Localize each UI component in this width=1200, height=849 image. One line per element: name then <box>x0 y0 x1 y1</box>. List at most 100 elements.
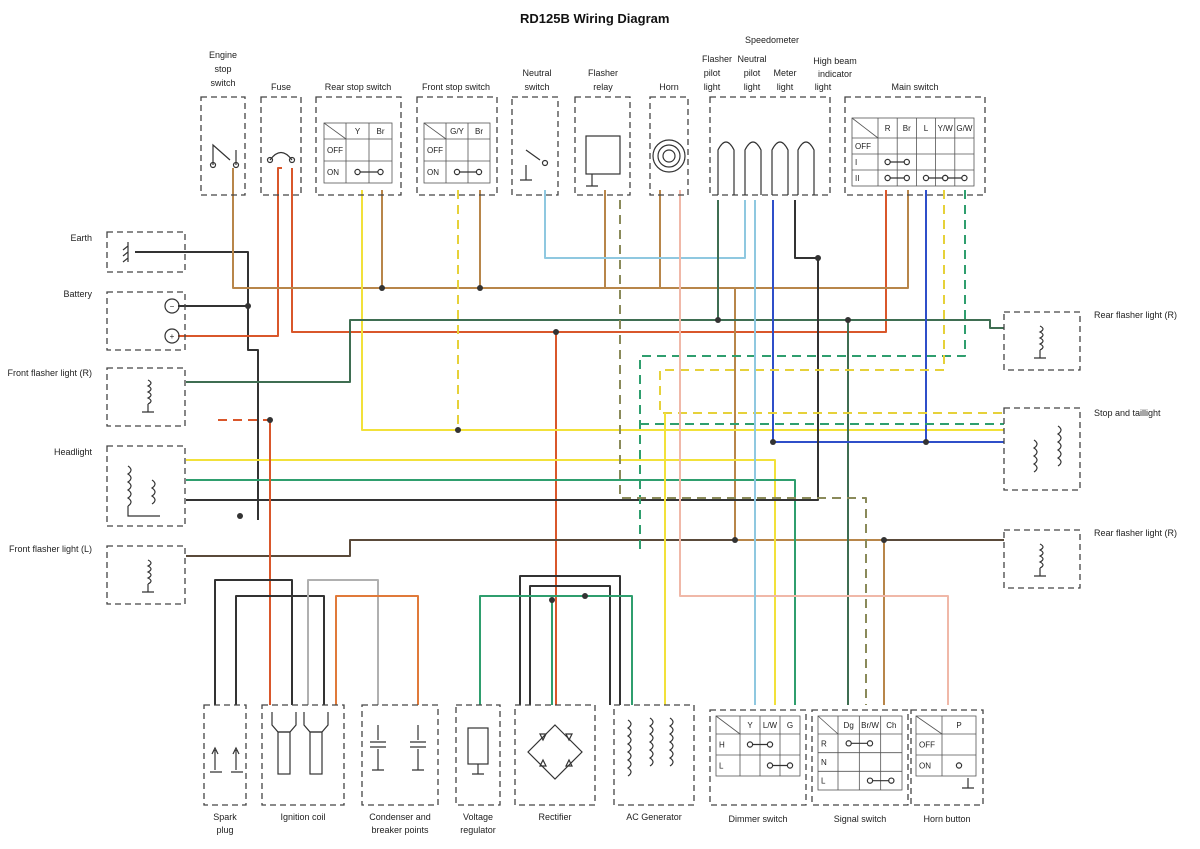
wire-gw-main <box>639 190 966 555</box>
svg-text:Rear stop switch: Rear stop switch <box>325 82 392 92</box>
wire-black-earth <box>135 251 259 520</box>
wire-orange-condenser <box>335 595 419 705</box>
dimmer-table: Y L/W G H L <box>715 715 801 777</box>
wire-yellow-rear-stop <box>361 190 460 431</box>
table-col-header: L/W <box>763 721 778 730</box>
svg-text:switch: switch <box>524 82 549 92</box>
svg-text:Ignition coil: Ignition coil <box>280 812 325 822</box>
rear-stop-switch: Rear stop switch <box>315 82 402 196</box>
svg-text:relay: relay <box>593 82 613 92</box>
table-row-header: OFF <box>855 142 871 151</box>
svg-text:Neutral: Neutral <box>737 54 766 64</box>
rectifier: Rectifier <box>514 704 596 822</box>
table-col-header: L <box>924 124 929 133</box>
svg-text:switch: switch <box>210 78 235 88</box>
svg-text:Speedometer: Speedometer <box>745 35 799 45</box>
table-row-header: OFF <box>327 146 343 155</box>
table-col-header: Y <box>747 721 753 730</box>
table-col-header: Br <box>903 124 911 133</box>
svg-text:light: light <box>777 82 794 92</box>
rear-flasher-light-r-top: Rear flasher light (R) <box>1003 310 1177 371</box>
diagram-title: RD125B Wiring Diagram <box>520 11 669 26</box>
wire-pink-horn <box>679 190 949 705</box>
wire-red-main <box>556 190 887 333</box>
table-col-header: P <box>956 721 961 730</box>
svg-text:Front flasher light (L): Front flasher light (L) <box>9 544 92 554</box>
svg-text:+: + <box>170 332 175 341</box>
wire-blue-main <box>772 190 927 443</box>
svg-text:light: light <box>744 82 761 92</box>
rear-flasher-light-r-bottom: Rear flasher light (R) <box>1003 528 1177 589</box>
table-col-header: Br <box>377 127 385 136</box>
svg-text:light: light <box>704 82 721 92</box>
wire-green-headlight <box>186 479 796 705</box>
table-row-header: ON <box>427 168 439 177</box>
svg-text:Headlight: Headlight <box>54 447 93 457</box>
front-flasher-light-r: Front flasher light (R) <box>7 367 186 427</box>
wire-yw-main <box>659 190 1004 414</box>
engine-stop-switch: Engine stop switch <box>200 50 246 196</box>
wire-olive <box>619 200 867 705</box>
spark-plug: Spark plug <box>203 704 247 835</box>
wires <box>135 167 1004 705</box>
wire-black-coil-2 <box>235 595 325 705</box>
front-stop-switch: Front stop switch <box>416 82 498 196</box>
svg-text:Neutral: Neutral <box>522 68 551 78</box>
svg-text:Meter: Meter <box>773 68 796 78</box>
table-row-header: ON <box>919 762 931 771</box>
table-col-header: Y/W <box>938 124 954 133</box>
wire-lightblue-neutral <box>544 190 746 259</box>
svg-text:stop: stop <box>214 64 231 74</box>
table-col-header: Ch <box>886 721 896 730</box>
svg-text:regulator: regulator <box>460 825 496 835</box>
svg-text:Horn: Horn <box>659 82 679 92</box>
svg-text:Engine: Engine <box>209 50 237 60</box>
svg-text:Rear flasher light (R): Rear flasher light (R) <box>1094 528 1177 538</box>
wire-brown-bus <box>232 168 909 289</box>
svg-text:Spark: Spark <box>213 812 237 822</box>
junctions <box>237 255 929 603</box>
table-row-header: H <box>719 741 725 750</box>
wire-green-regulator <box>479 595 633 705</box>
svg-text:Fuse: Fuse <box>271 82 291 92</box>
table-col-header: Y <box>355 127 361 136</box>
wire-black-highbeam <box>186 200 819 501</box>
wire-brown-signal <box>734 288 885 705</box>
svg-text:Earth: Earth <box>70 233 92 243</box>
battery: Battery − + <box>63 289 186 351</box>
svg-text:Dimmer switch: Dimmer switch <box>728 814 787 824</box>
table-row-header: N <box>821 758 827 767</box>
flasher-relay: Flasher relay <box>574 68 631 196</box>
dimmer-switch: Dimmer switch <box>709 709 807 824</box>
svg-text:High beam: High beam <box>813 56 857 66</box>
table-row-header: R <box>821 739 827 748</box>
headlight: Headlight <box>54 445 186 527</box>
signal-switch: Signal switch <box>811 709 909 824</box>
front-flasher-light-l: Front flasher light (L) <box>9 544 186 605</box>
table-row-header: ON <box>327 168 339 177</box>
svg-text:Stop and taillight: Stop and taillight <box>1094 408 1161 418</box>
table-row-header: I <box>855 158 857 167</box>
wire-black-rectifier <box>519 575 621 705</box>
svg-text:indicator: indicator <box>818 69 852 79</box>
horn-button: Horn button <box>910 709 984 824</box>
svg-text:Battery: Battery <box>63 289 92 299</box>
ignition-coil: Ignition coil <box>261 704 345 822</box>
svg-text:AC Generator: AC Generator <box>626 812 682 822</box>
table-col-header: Dg <box>844 721 854 730</box>
table-col-header: G/W <box>956 124 972 133</box>
table-row-header: L <box>719 762 724 771</box>
horn: Horn <box>649 82 689 196</box>
wire-darkgreen-front-r <box>186 319 1004 383</box>
fuse: Fuse <box>260 82 302 196</box>
svg-text:Front flasher light (R): Front flasher light (R) <box>7 368 92 378</box>
svg-text:Signal switch: Signal switch <box>834 814 887 824</box>
svg-text:Rear flasher light (R): Rear flasher light (R) <box>1094 310 1177 320</box>
svg-text:Horn button: Horn button <box>923 814 970 824</box>
table-col-header: G <box>787 721 793 730</box>
